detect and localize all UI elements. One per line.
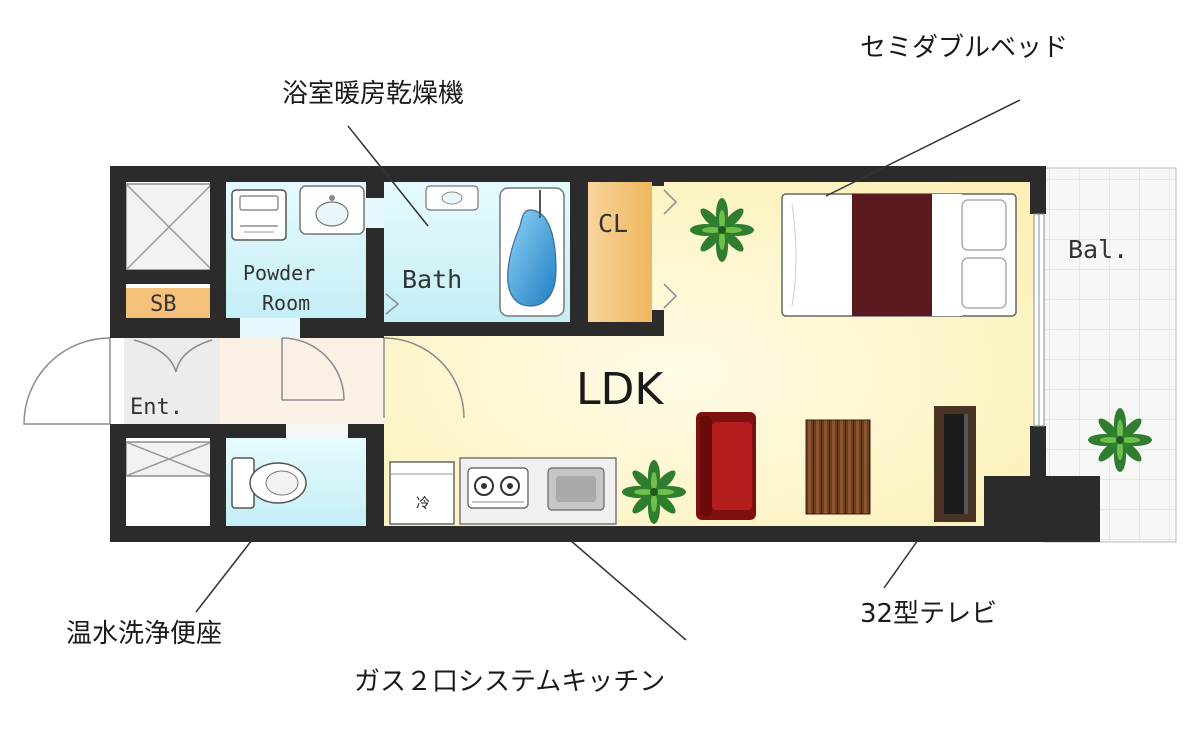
rug-icon [805, 419, 871, 515]
toilet-icon [231, 457, 307, 509]
shoe-box-floor [124, 288, 212, 318]
callout-washlet: 温水洗浄便座 [66, 619, 222, 649]
room-label-powder-2: Room [262, 291, 310, 315]
kitchen-sink-icon [547, 467, 605, 511]
room-label-ldk: LDK [576, 364, 664, 415]
sofa-icon [696, 412, 756, 520]
bed-icon [781, 193, 1017, 317]
bathtub-icon [499, 187, 565, 317]
callout-kitchen: ガス２口システムキッチン [354, 667, 665, 697]
entrance-floor [124, 338, 220, 424]
walls [110, 166, 1100, 542]
callout-lines [195, 99, 1021, 641]
washing-machine-icon [231, 189, 287, 241]
callout-semi-double-bed: セミダブルベッド [860, 33, 1068, 63]
room-label-bath: Bath [402, 265, 462, 294]
bath-basin [425, 185, 479, 211]
stove-icon [467, 467, 529, 509]
doors [18, 189, 678, 425]
callout-tv: 32型テレビ [860, 599, 997, 629]
kitchen-counter [459, 457, 617, 525]
callout-bath-dryer: 浴室暖房乾燥機 [282, 79, 464, 109]
room-label-shoe-box: SB [150, 292, 177, 317]
fridge-label: 冷 [416, 496, 430, 512]
room-label-closet: CL [598, 209, 628, 238]
tv-icon [934, 406, 976, 522]
room-label-entrance: Ent. [130, 395, 183, 420]
room-label-powder-1: Powder [243, 261, 315, 285]
sink-icon [299, 185, 365, 235]
closet-floor [588, 182, 652, 322]
fridge-icon: 冷 [389, 461, 455, 525]
room-label-balcony: Bal. [1068, 235, 1128, 264]
hall-floor [210, 338, 385, 424]
